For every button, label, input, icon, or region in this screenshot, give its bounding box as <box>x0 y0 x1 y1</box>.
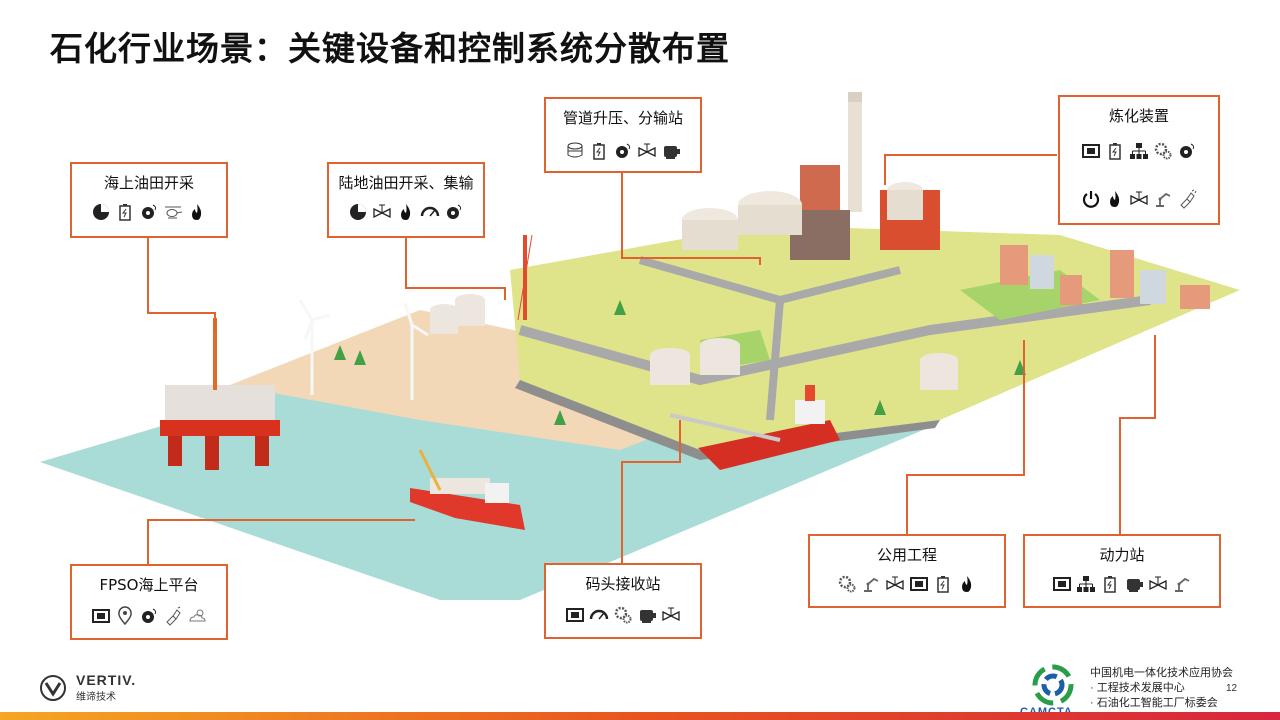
vertiv-logo: VERTIV. 维谛技术 <box>40 672 136 703</box>
fire-icon <box>396 202 416 222</box>
pie-chart-icon <box>348 202 368 222</box>
callout-onshore-oilfield: 陆地油田开采、集输 <box>327 162 485 238</box>
page-title: 石化行业场景：关键设备和控制系统分散布置 <box>50 29 730 68</box>
battery-icon <box>589 141 609 161</box>
association-sub1: · 工程技术发展中心 <box>1090 682 1185 694</box>
callout-terminal-station: 码头接收站 <box>544 563 702 639</box>
fire-icon <box>187 202 207 222</box>
brand-name-cn: 维谛技术 <box>76 692 116 703</box>
valve-icon <box>637 141 657 161</box>
callout-label: 码头接收站 <box>585 575 661 593</box>
valve-icon <box>372 202 392 222</box>
valve-icon <box>661 605 681 625</box>
fan-controller-icon <box>444 202 464 222</box>
association-name: 中国机电一体化技术应用协会 <box>1090 667 1233 679</box>
callout-label: 炼化装置 <box>1108 107 1169 125</box>
frame-icon <box>565 605 585 625</box>
cloud-sun-icon <box>187 606 207 626</box>
gears-icon <box>837 574 857 594</box>
callout-label: 公用工程 <box>876 546 937 564</box>
callout-label: FPSO海上平台 <box>99 576 199 594</box>
robot-arm-icon <box>1153 189 1173 209</box>
brand-name: VERTIV. <box>76 672 137 688</box>
fan-controller-icon <box>139 606 159 626</box>
frame-icon <box>91 606 111 626</box>
gears-icon <box>1153 141 1173 161</box>
callout-pipeline-station: 管道升压、分输站 <box>544 97 702 173</box>
camcta-emblem-icon <box>1032 664 1074 706</box>
fan-controller-icon <box>139 202 159 222</box>
callout-refining-unit: 炼化装置 <box>1058 95 1220 225</box>
callout-label: 动力站 <box>1099 546 1145 564</box>
power-icon <box>1081 189 1101 209</box>
vertiv-mark-icon <box>40 674 66 701</box>
callout-label: 陆地油田开采、集输 <box>338 174 474 192</box>
robot-arm-icon <box>861 574 881 594</box>
frame-icon <box>1081 141 1101 161</box>
motor-icon <box>661 141 681 161</box>
motor-icon <box>1124 574 1144 594</box>
fire-icon <box>957 574 977 594</box>
motor-icon <box>637 605 657 625</box>
callout-power-station: 动力站 <box>1023 534 1221 608</box>
fan-controller-icon <box>613 141 633 161</box>
helicopter-icon <box>163 202 183 222</box>
fire-icon <box>1105 189 1125 209</box>
pie-chart-icon <box>91 202 111 222</box>
fan-controller-icon <box>1177 141 1197 161</box>
valve-icon <box>1148 574 1168 594</box>
gauge-icon <box>420 202 440 222</box>
flashlight-icon <box>1177 189 1197 209</box>
robot-arm-icon <box>1172 574 1192 594</box>
page-number: 12 <box>1226 683 1238 694</box>
callout-fpso-platform: FPSO海上平台 <box>70 564 228 640</box>
server-stack-icon <box>565 141 585 161</box>
association-sub2: · 石油化工智能工厂标委会 <box>1090 697 1218 709</box>
network-icon <box>1129 141 1149 161</box>
callout-offshore-oilfield: 海上油田开采 <box>70 162 228 238</box>
frame-icon <box>909 574 929 594</box>
callout-label: 管道升压、分输站 <box>562 109 683 127</box>
gauge-icon <box>589 605 609 625</box>
footer-color-bar <box>0 712 1280 720</box>
battery-icon <box>115 202 135 222</box>
gears-icon <box>613 605 633 625</box>
battery-icon <box>933 574 953 594</box>
battery-icon <box>1100 574 1120 594</box>
valve-icon <box>1129 189 1149 209</box>
frame-icon <box>1052 574 1072 594</box>
callout-label: 海上油田开采 <box>103 174 194 192</box>
location-pin-icon <box>115 606 135 626</box>
network-icon <box>1076 574 1096 594</box>
flashlight-icon <box>163 606 183 626</box>
valve-icon <box>885 574 905 594</box>
callout-utilities: 公用工程 <box>808 534 1006 608</box>
battery-icon <box>1105 141 1125 161</box>
